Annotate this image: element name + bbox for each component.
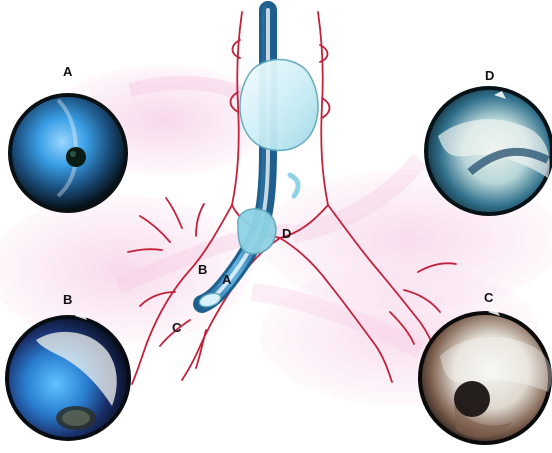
view-label-a: A [63, 64, 73, 79]
diagram-label-d: D [282, 226, 291, 241]
bronchoscopic-view-d: D [424, 68, 552, 216]
view-label-d: D [485, 68, 494, 83]
diagram-label-b: B [198, 262, 207, 277]
diagram-label-a: A [222, 272, 232, 287]
diagram-label-c: C [172, 320, 182, 335]
view-label-c: C [484, 290, 494, 305]
view-label-b: B [63, 292, 72, 307]
